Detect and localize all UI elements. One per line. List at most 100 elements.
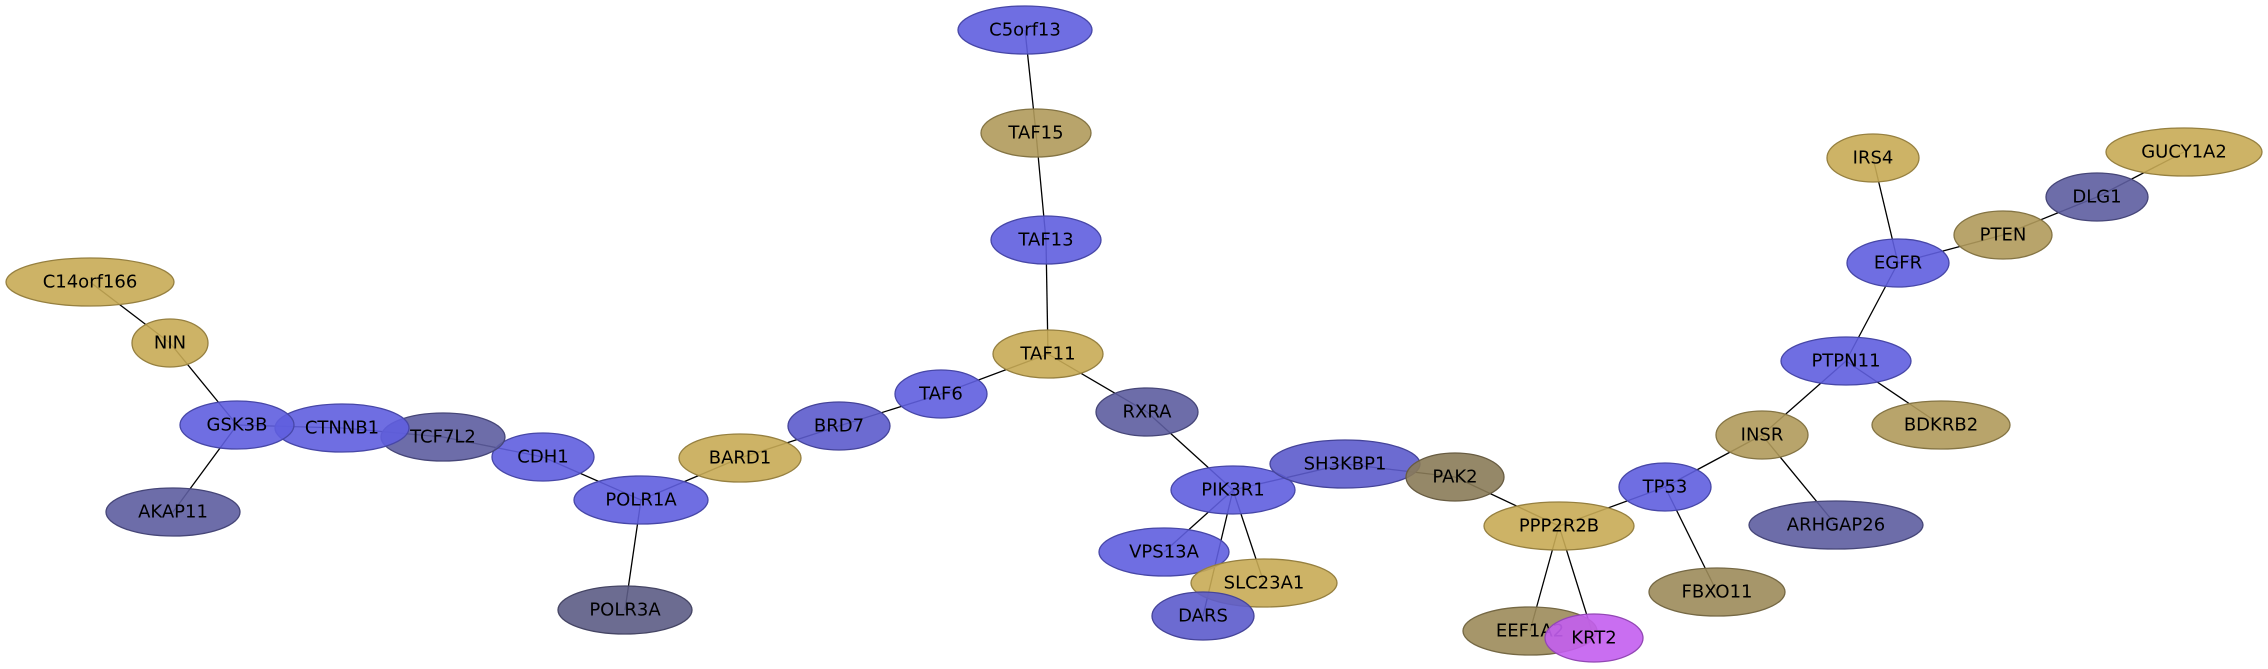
node-ellipse xyxy=(131,318,209,368)
node-label: VPS13A xyxy=(1129,542,1199,563)
node-bdkrb2[interactable]: BDKRB2 xyxy=(1871,400,2011,450)
node-ellipse xyxy=(787,401,891,451)
node-ellipse xyxy=(2105,127,2263,177)
node-label: DLG1 xyxy=(2072,187,2121,208)
node-taf11[interactable]: TAF11 xyxy=(992,329,1104,379)
node-label: POLR3A xyxy=(589,600,661,621)
node-label: TP53 xyxy=(1642,477,1688,498)
node-ellipse xyxy=(1648,567,1786,617)
node-label: TAF11 xyxy=(1019,344,1075,365)
node-c5orf13[interactable]: C5orf13 xyxy=(957,5,1093,55)
node-ellipse xyxy=(990,215,1102,265)
node-taf13[interactable]: TAF13 xyxy=(990,215,1102,265)
node-label: CTNNB1 xyxy=(305,418,379,439)
node-ellipse xyxy=(1618,462,1712,512)
node-krt2[interactable]: KRT2 xyxy=(1544,613,1644,663)
node-egfr[interactable]: EGFR xyxy=(1846,238,1950,288)
node-pten[interactable]: PTEN xyxy=(1953,210,2053,260)
node-tp53[interactable]: TP53 xyxy=(1618,462,1712,512)
node-label: POLR1A xyxy=(605,490,677,511)
node-label: PTPN11 xyxy=(1811,351,1880,372)
node-cdh1[interactable]: CDH1 xyxy=(491,432,595,482)
node-label: FBXO11 xyxy=(1682,582,1753,603)
node-label: KRT2 xyxy=(1571,628,1616,649)
node-ellipse xyxy=(1544,613,1644,663)
node-label: BRD7 xyxy=(814,416,864,437)
node-ctnnb1[interactable]: CTNNB1 xyxy=(274,403,410,453)
node-ellipse xyxy=(1405,452,1505,502)
node-fbxo11[interactable]: FBXO11 xyxy=(1648,567,1786,617)
node-sh3kbp1[interactable]: SH3KBP1 xyxy=(1269,439,1421,489)
node-label: PAK2 xyxy=(1432,467,1477,488)
node-ellipse xyxy=(1826,133,1920,183)
node-polr3a[interactable]: POLR3A xyxy=(557,585,693,635)
node-nin[interactable]: NIN xyxy=(131,318,209,368)
node-ellipse xyxy=(957,5,1093,55)
node-c14orf166[interactable]: C14orf166 xyxy=(5,257,175,307)
nodes-layer: C5orf13TAF15TAF13TAF11TAF6BRD7BARD1POLR1… xyxy=(5,5,2263,663)
node-tcf7l2[interactable]: TCF7L2 xyxy=(380,412,506,462)
node-label: BARD1 xyxy=(709,448,771,469)
node-gsk3b[interactable]: GSK3B xyxy=(179,400,295,450)
node-ellipse xyxy=(1953,210,2053,260)
node-ellipse xyxy=(1748,500,1924,550)
node-polr1a[interactable]: POLR1A xyxy=(573,475,709,525)
node-ppp2r2b[interactable]: PPP2R2B xyxy=(1483,501,1635,551)
node-label: PTEN xyxy=(1980,225,2027,246)
node-ellipse xyxy=(5,257,175,307)
node-ellipse xyxy=(491,432,595,482)
node-dlg1[interactable]: DLG1 xyxy=(2045,172,2149,222)
node-ellipse xyxy=(573,475,709,525)
node-label: IRS4 xyxy=(1853,148,1894,169)
node-label: SLC23A1 xyxy=(1224,573,1305,594)
node-vps13a[interactable]: VPS13A xyxy=(1098,527,1230,577)
node-ellipse xyxy=(1098,527,1230,577)
node-label: EGFR xyxy=(1874,253,1922,274)
node-label: SH3KBP1 xyxy=(1304,454,1387,475)
node-ellipse xyxy=(894,369,988,419)
node-ellipse xyxy=(179,400,295,450)
node-bard1[interactable]: BARD1 xyxy=(678,433,802,483)
node-arhgap26[interactable]: ARHGAP26 xyxy=(1748,500,1924,550)
node-ellipse xyxy=(1483,501,1635,551)
node-label: GUCY1A2 xyxy=(2141,142,2227,163)
node-label: TAF15 xyxy=(1007,123,1063,144)
node-rxra[interactable]: RXRA xyxy=(1095,387,1199,437)
node-label: NIN xyxy=(154,333,186,354)
node-ellipse xyxy=(1095,387,1199,437)
node-ellipse xyxy=(1846,238,1950,288)
node-ptpn11[interactable]: PTPN11 xyxy=(1780,336,1912,386)
node-irs4[interactable]: IRS4 xyxy=(1826,133,1920,183)
node-label: TCF7L2 xyxy=(409,427,476,448)
node-label: RXRA xyxy=(1123,402,1173,423)
node-label: AKAP11 xyxy=(138,502,208,523)
node-label: TAF13 xyxy=(1017,230,1073,251)
node-taf6[interactable]: TAF6 xyxy=(894,369,988,419)
node-ellipse xyxy=(1871,400,2011,450)
node-label: ARHGAP26 xyxy=(1787,515,1885,536)
node-label: TAF6 xyxy=(918,384,963,405)
node-ellipse xyxy=(678,433,802,483)
node-label: C14orf166 xyxy=(43,272,138,293)
node-pak2[interactable]: PAK2 xyxy=(1405,452,1505,502)
node-ellipse xyxy=(557,585,693,635)
node-label: GSK3B xyxy=(207,415,268,436)
node-ellipse xyxy=(992,329,1104,379)
node-brd7[interactable]: BRD7 xyxy=(787,401,891,451)
node-label: DARS xyxy=(1178,606,1228,627)
node-taf15[interactable]: TAF15 xyxy=(980,108,1092,158)
node-label: INSR xyxy=(1741,425,1784,446)
node-ellipse xyxy=(105,487,241,537)
node-ellipse xyxy=(1170,465,1296,515)
node-label: CDH1 xyxy=(517,447,568,468)
node-pik3r1[interactable]: PIK3R1 xyxy=(1170,465,1296,515)
node-ellipse xyxy=(2045,172,2149,222)
node-dars[interactable]: DARS xyxy=(1151,591,1255,641)
node-gucy1a2[interactable]: GUCY1A2 xyxy=(2105,127,2263,177)
node-label: PPP2R2B xyxy=(1519,516,1599,537)
node-ellipse xyxy=(980,108,1092,158)
node-insr[interactable]: INSR xyxy=(1715,410,1809,460)
node-ellipse xyxy=(1780,336,1912,386)
node-akap11[interactable]: AKAP11 xyxy=(105,487,241,537)
